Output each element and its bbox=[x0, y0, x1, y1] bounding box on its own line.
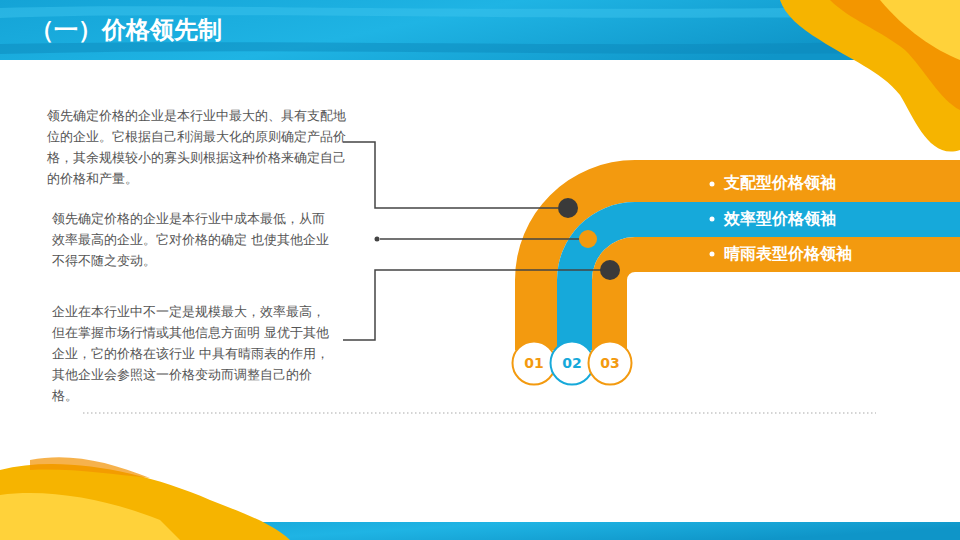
yellow-brush bbox=[0, 493, 180, 540]
circle-shape bbox=[513, 342, 556, 385]
band-text: 支配型价格领袖 bbox=[724, 173, 836, 194]
slide-title: （一）价格领先制 bbox=[30, 12, 222, 48]
curved-band bbox=[592, 237, 960, 350]
leader-line bbox=[380, 238, 580, 240]
dotted-divider bbox=[83, 412, 876, 413]
band-dot bbox=[558, 198, 578, 218]
yellow-brush bbox=[0, 464, 290, 540]
bullet bbox=[710, 217, 715, 222]
description-text: 领先确定价格的企业是本行业中最大的、具有支配地位的企业。它根据自己利润最大化的原… bbox=[47, 105, 347, 189]
circle-shape bbox=[551, 342, 594, 385]
leader-line bbox=[343, 270, 601, 340]
yellow-brush bbox=[780, 0, 960, 152]
band-label: 支配型价格领袖 bbox=[724, 164, 954, 202]
callout-number: 01 bbox=[524, 355, 543, 371]
leader-dot bbox=[375, 237, 380, 242]
bullet bbox=[710, 252, 715, 257]
band-label: 晴雨表型价格领袖 bbox=[724, 237, 954, 272]
description-text: 领先确定价格的企业是本行业中成本最低，从而效率最高的企业。它对价格的确定 也使其… bbox=[52, 208, 334, 271]
circle-shape bbox=[589, 342, 632, 385]
yellow-brush bbox=[880, 0, 960, 60]
band-dot bbox=[600, 260, 620, 280]
band-label: 效率型价格领袖 bbox=[724, 202, 954, 237]
band-text: 效率型价格领袖 bbox=[724, 209, 836, 230]
leader-line bbox=[343, 142, 558, 208]
callout-number: 03 bbox=[600, 355, 619, 371]
orange-brush bbox=[830, 0, 960, 110]
band-text: 晴雨表型价格领袖 bbox=[724, 244, 852, 265]
band-dot bbox=[579, 230, 597, 248]
bullet bbox=[710, 182, 715, 187]
number-circle: 03 bbox=[587, 340, 633, 386]
curved-band bbox=[515, 160, 960, 350]
callout-number: 02 bbox=[562, 355, 581, 371]
orange-brush bbox=[30, 457, 150, 478]
curved-band bbox=[557, 202, 960, 350]
description-text: 企业在本行业中不一定是规模最大，效率最高，但在掌握市场行情或其他信息方面明 显优… bbox=[52, 301, 334, 406]
